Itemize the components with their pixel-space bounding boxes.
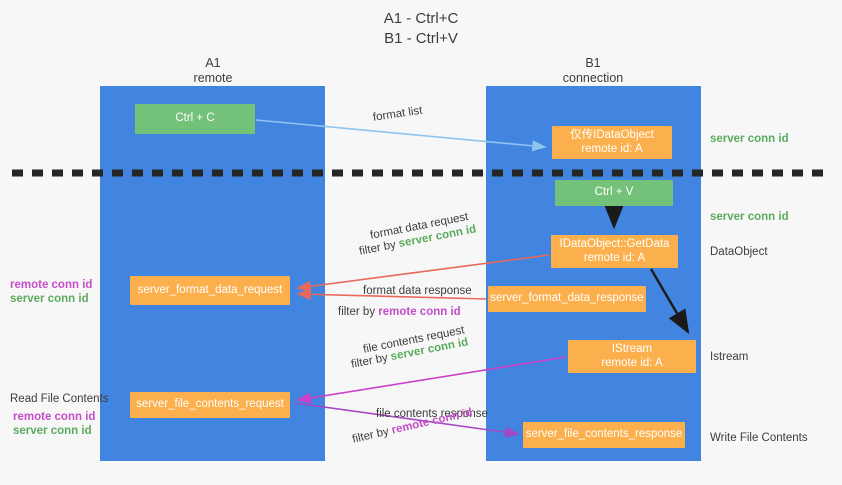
label-remote-conn-id-upper: remote conn id: [10, 279, 93, 291]
box-server-format-data-response-label: server_format_data_response: [490, 292, 644, 305]
caption-file-contents-response: file contents response: [376, 407, 488, 421]
label-server-conn-id-lower: server conn id: [13, 425, 92, 437]
box-idataobject-getdata[interactable]: IDataObject::GetData remote id: A: [551, 235, 678, 268]
box-istream[interactable]: IStream remote id: A: [568, 340, 696, 373]
caption-file-contents-response-text: file contents response: [376, 408, 488, 420]
title-line-1: A1 - Ctrl+C: [383, 10, 459, 27]
label-dataobject: DataObject: [710, 246, 768, 258]
label-server-conn-id-upper: server conn id: [10, 293, 89, 305]
lane-b1-role: connection: [562, 70, 624, 85]
label-read-file-contents: Read File Contents: [10, 393, 109, 405]
box-server-format-data-request[interactable]: server_format_data_request: [130, 276, 290, 305]
box-getdata-title: IDataObject::GetData: [559, 238, 670, 250]
box-istream-title: IStream: [611, 343, 653, 355]
box-server-file-contents-request-label: server_file_contents_request: [136, 398, 284, 411]
caption-fcreq-filter-prefix: filter by: [350, 351, 393, 371]
box-server-file-contents-request[interactable]: server_file_contents_request: [130, 392, 290, 418]
label-server-conn-id-top: server conn id: [710, 133, 789, 145]
page-title: A1 - Ctrl+C B1 - Ctrl+V: [0, 9, 842, 49]
caption-format-data-response: format data response: [363, 284, 472, 298]
box-getdata-remote-id: remote id: A: [583, 251, 646, 264]
lane-header-a1: A1 remote: [113, 56, 313, 85]
caption-fdresp-filter-prefix: filter by: [338, 306, 379, 318]
title-line-2: B1 - Ctrl+V: [384, 30, 458, 47]
box-ctrl-v[interactable]: Ctrl + V: [555, 180, 673, 206]
box-server-format-data-request-label: server_format_data_request: [137, 283, 283, 296]
lane-a1-role: remote: [193, 70, 233, 85]
label-conn-ids-lower: remote conn id server conn id: [13, 410, 95, 438]
caption-format-data-response-filter: filter by remote conn id: [338, 305, 461, 319]
caption-format-list-text: format list: [372, 104, 424, 124]
label-write-file-contents: Write File Contents: [710, 432, 808, 444]
box-server-file-contents-response[interactable]: server_file_contents_response: [523, 422, 685, 448]
caption-fcresp-filter-prefix: filter by: [351, 424, 394, 446]
label-conn-ids-upper: remote conn id server conn id: [10, 278, 92, 306]
box-ctrl-c[interactable]: Ctrl + C: [135, 104, 255, 134]
box-ctrl-v-label: Ctrl + V: [594, 186, 634, 199]
caption-format-data-response-text: format data response: [363, 285, 472, 297]
label-server-conn-id-mid: server conn id: [710, 211, 789, 223]
label-istream: Istream: [710, 351, 749, 363]
box-idataobject-remote-id: remote id: A: [581, 142, 643, 155]
box-idataobject-title: 仅传IDataObject: [570, 129, 654, 141]
caption-fdreq-filter-prefix: filter by: [358, 238, 401, 258]
box-ctrl-c-label: Ctrl + C: [175, 112, 215, 125]
caption-format-list: format list: [372, 104, 423, 125]
lane-header-b1: B1 connection: [493, 56, 693, 85]
lane-a1-name: A1: [205, 56, 221, 70]
box-server-format-data-response[interactable]: server_format_data_response: [488, 286, 646, 312]
box-server-file-contents-response-label: server_file_contents_response: [525, 428, 683, 441]
box-idataobject[interactable]: 仅传IDataObject remote id: A: [552, 126, 672, 159]
label-remote-conn-id-lower: remote conn id: [13, 411, 96, 423]
caption-fdresp-filter-value: remote conn id: [378, 306, 461, 318]
box-istream-remote-id: remote id: A: [601, 356, 663, 369]
lane-b1-name: B1: [585, 56, 601, 70]
